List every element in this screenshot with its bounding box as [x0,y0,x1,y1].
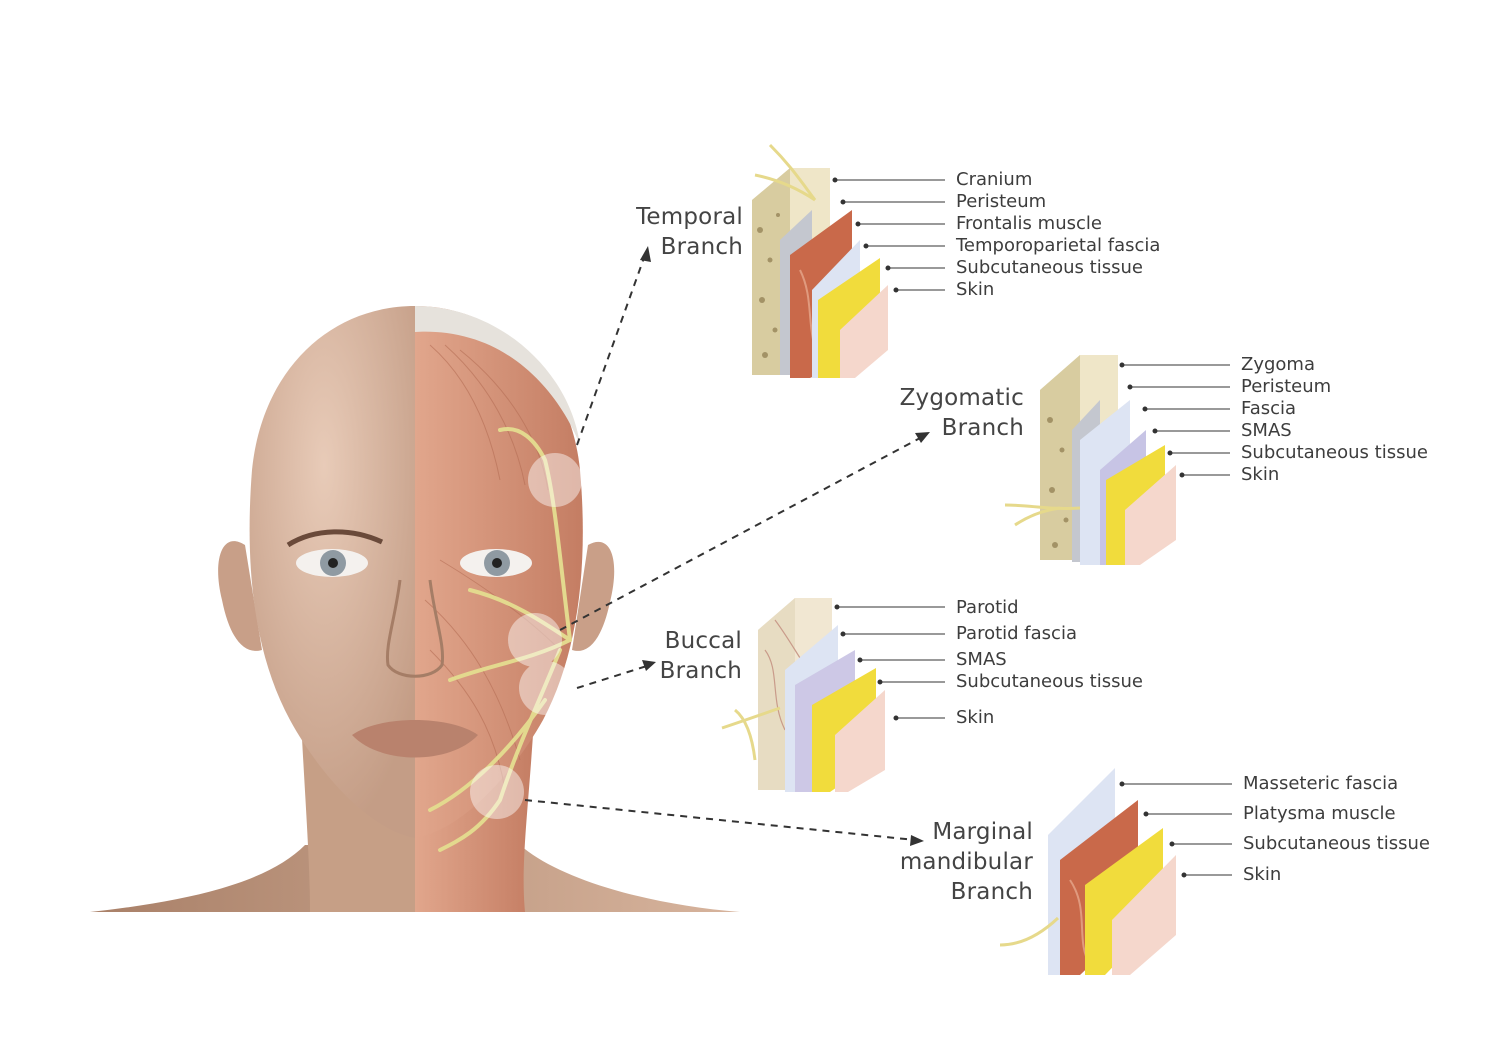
nose [385,579,445,678]
leaders-zygomatic [1119,362,1230,478]
branch-title-line: mandibular [899,849,1033,875]
arrowhead-temporal [640,246,651,262]
right-eye [460,549,532,577]
layer-label: Peristeum [956,191,1047,212]
layer-label: Frontalis muscle [956,213,1102,234]
dashed-arrows [524,254,923,841]
layer-label: SMAS [956,649,1007,670]
arrow-heads [640,246,930,846]
leaders-temporal [832,177,945,293]
leaders-buccal [834,604,945,721]
layer-label: Skin [956,279,995,300]
layer-label: Subcutaneous tissue [956,671,1143,692]
branch-title-line: Temporal [636,204,743,230]
facial-nerve [428,427,572,852]
left-eye [286,529,384,577]
tissue-block-marginal-mandibular [999,768,1176,975]
layer-label: Zygoma [1241,354,1315,375]
layer-label: Skin [1241,464,1280,485]
head-illustration [90,306,740,912]
layer-label: Cranium [956,169,1033,190]
arrow-marginal [524,799,916,841]
tissue-block-zygomatic [1004,355,1176,565]
layer-label: Peristeum [1241,376,1332,397]
layer-label: Subcutaneous tissue [1243,833,1430,854]
layer-label: Platysma muscle [1243,803,1396,824]
tissue-block-temporal [752,143,888,378]
arrow-temporal [576,254,646,446]
layer-label: Subcutaneous tissue [956,257,1143,278]
layer-label: Skin [1243,864,1282,885]
layer-label: Subcutaneous tissue [1241,442,1428,463]
branch-title-line: Marginal [932,819,1033,845]
arrow-zygomatic [559,436,923,631]
tissue-block-buccal [721,598,885,792]
branch-title-line: Branch [660,234,743,260]
arrowhead-zygomatic [915,432,930,443]
branch-title-line: Zygomatic [899,385,1024,411]
layer-label: Skin [956,707,995,728]
left-ear [218,541,262,651]
branch-title-line: Branch [659,658,742,684]
branch-title-buccal: Buccal Branch [640,626,742,686]
branch-title-marginal-mandibular: Marginal mandibular Branch [880,817,1033,907]
branch-title-temporal: Temporal Branch [620,202,743,262]
highlight-circles [470,453,582,819]
layer-label: Masseteric fascia [1243,773,1399,794]
branch-title-line: Branch [941,415,1024,441]
arrowhead-marginal [910,835,924,846]
branch-title-line: Buccal [664,628,742,654]
layer-label: Parotid fascia [956,623,1077,644]
leaders-marginal-mandibular [1119,781,1232,878]
layer-label: Temporoparietal fascia [956,235,1161,256]
lips [352,720,478,758]
branch-title-zygomatic: Zygomatic Branch [880,383,1024,443]
branch-title-line: Branch [950,879,1033,905]
layer-label: Fascia [1241,398,1297,419]
layer-label: SMAS [1241,420,1292,441]
skull-cap [415,306,580,445]
layer-label: Parotid [956,597,1019,618]
arrowhead-buccal [642,660,656,671]
right-ear [572,541,615,651]
